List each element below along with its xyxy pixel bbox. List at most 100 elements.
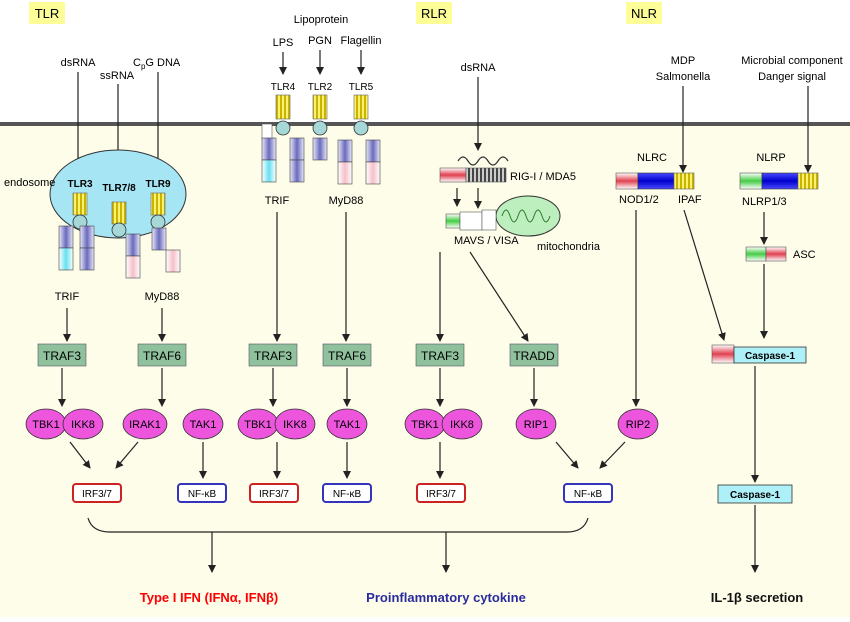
caspase-1-precursor-label: Caspase-1 xyxy=(745,351,795,362)
nlrc-label: NLRC xyxy=(637,152,667,164)
ligand-mdp: MDP xyxy=(671,55,695,67)
tlr78-label: TLR7/8 xyxy=(102,183,136,194)
svg-text:RLR: RLR xyxy=(421,6,447,21)
nfkb-surface-box xyxy=(322,483,372,503)
tbk1-rlr-label: TBK1 xyxy=(411,419,439,431)
svg-text:TLR: TLR xyxy=(35,6,60,21)
ipaf-label: IPAF xyxy=(678,194,702,206)
caspase-1-active-label: Caspase-1 xyxy=(730,490,780,501)
output-proinflammatory-cytokine: Proinflammatory cytokine xyxy=(366,590,526,605)
traf3-rlr-label: TRAF3 xyxy=(421,349,459,363)
traf-row: TRAF3 TRAF6 TRAF3 TRAF6 TRAF3 TRADD xyxy=(37,343,559,367)
asc-label: ASC xyxy=(793,249,816,261)
pathway-arrows xyxy=(58,188,768,573)
ikk8-rlr-label: IKK8 xyxy=(450,419,474,431)
tradd-label: TRADD xyxy=(513,349,555,363)
tlr3-label: TLR3 xyxy=(68,179,93,190)
traf3-rlr-box xyxy=(415,343,465,367)
ikk8-rlr xyxy=(441,408,483,440)
adaptor-trif-surface: TRIF xyxy=(265,195,290,207)
endosome-label: endosome xyxy=(4,177,55,189)
rip1-label: RIP1 xyxy=(524,419,548,431)
tlr3-receptor xyxy=(58,192,95,271)
tlr9-label: TLR9 xyxy=(146,179,171,190)
ligand-lipoprotein: Lipoprotein xyxy=(294,14,348,26)
svg-text:NLR: NLR xyxy=(631,6,657,21)
ligand-ssrna: ssRNA xyxy=(100,70,135,82)
ligand-lps: LPS xyxy=(273,37,294,49)
convergence-bracket xyxy=(87,517,589,533)
nfkb-endosomal-label: NF-κB xyxy=(188,489,217,500)
traf6-endosomal-box xyxy=(137,343,187,367)
mavs-visa-protein xyxy=(445,195,561,237)
asc-protein xyxy=(745,246,787,262)
ligand-flagellin: Flagellin xyxy=(341,35,382,47)
adaptor-myd88-surface: MyD88 xyxy=(329,195,364,207)
ikk8-endosomal-label: IKK8 xyxy=(71,419,95,431)
tak1-endosomal xyxy=(182,408,224,440)
irf37-rlr-box xyxy=(416,483,466,503)
irak1-label: IRAK1 xyxy=(129,419,161,431)
caspase-1-complex xyxy=(711,344,807,364)
nfkb-endosomal-box xyxy=(177,483,227,503)
traf6-surface-label: TRAF6 xyxy=(328,349,366,363)
nfkb-surface-label: NF-κB xyxy=(333,489,362,500)
traf6-surface-box xyxy=(322,343,372,367)
ligand-pgn: PGN xyxy=(308,35,332,47)
ligand-dsrna: dsRNA xyxy=(61,57,97,69)
rig-i-mda5-receptor xyxy=(439,156,509,183)
irf37-endosomal-label: IRF3/7 xyxy=(82,489,112,500)
rip2 xyxy=(617,408,659,440)
mavs-visa-label: MAVS / VISA xyxy=(454,235,519,247)
irf37-surface-box xyxy=(249,483,299,503)
nlrc-receptor xyxy=(615,172,695,190)
ikk8-surface-label: IKK8 xyxy=(283,419,307,431)
rig-i-mda5-label: RIG-I / MDA5 xyxy=(510,171,576,183)
tak1-surface xyxy=(326,408,368,440)
ligand-microbial-component: Microbial component xyxy=(741,55,843,67)
mitochondria-label: mitochondria xyxy=(537,241,601,253)
tak1-endosomal-label: TAK1 xyxy=(190,419,217,431)
tlr5-receptor xyxy=(337,94,381,185)
tradd-box xyxy=(509,343,559,367)
traf6-endosomal-label: TRAF6 xyxy=(143,349,181,363)
ligand-rlr-dsrna: dsRNA xyxy=(461,62,497,74)
rip2-label: RIP2 xyxy=(626,419,650,431)
traf3-surface-box xyxy=(248,343,298,367)
ikk8-endosomal xyxy=(62,408,104,440)
traf3-endosomal-label: TRAF3 xyxy=(43,349,81,363)
nlrp13-label: NLRP1/3 xyxy=(742,196,787,208)
ligand-cpg-dna: CpG DNA xyxy=(133,57,181,71)
tbk1-endosomal-label: TBK1 xyxy=(32,419,60,431)
kinase-row: TBK1 IKK8 IRAK1 TAK1 TBK1 IKK8 TAK1 TBK1… xyxy=(25,408,659,440)
transcription-factor-row: IRF3/7 NF-κB IRF3/7 NF-κB IRF3/7 NF-κB xyxy=(72,483,613,503)
tak1-surface-label: TAK1 xyxy=(334,419,361,431)
ligand-salmonella: Salmonella xyxy=(656,71,711,83)
nfkb-rlr-box xyxy=(563,483,613,503)
tlr5-label: TLR5 xyxy=(349,82,374,93)
adaptor-trif-endosomal: TRIF xyxy=(55,291,80,303)
tbk1-surface-label: TBK1 xyxy=(244,419,272,431)
nod12-label: NOD1/2 xyxy=(619,194,659,206)
traf3-endosomal-box xyxy=(37,343,87,367)
tlr78-receptor xyxy=(111,201,127,238)
nlr-family-label: NLR xyxy=(626,2,662,24)
nfkb-rlr-label: NF-κB xyxy=(574,489,603,500)
tlr4-label: TLR4 xyxy=(271,82,296,93)
caspase-1-active xyxy=(717,484,793,504)
irf37-surface-label: IRF3/7 xyxy=(259,489,289,500)
nlrp-label: NLRP xyxy=(756,152,785,164)
tlr9-receptor xyxy=(125,192,181,279)
tlr2-receptor xyxy=(312,94,328,161)
traf3-surface-label: TRAF3 xyxy=(254,349,292,363)
irak1 xyxy=(122,408,168,440)
adaptor-myd88-endosomal: MyD88 xyxy=(145,291,180,303)
mitochondria-organelle xyxy=(495,195,561,237)
rlr-family-label: RLR xyxy=(416,2,452,24)
tlr2-label: TLR2 xyxy=(308,82,333,93)
ikk8-surface xyxy=(274,408,316,440)
tlr-family-label: TLR xyxy=(29,2,65,24)
tlr4-receptor xyxy=(261,94,305,183)
